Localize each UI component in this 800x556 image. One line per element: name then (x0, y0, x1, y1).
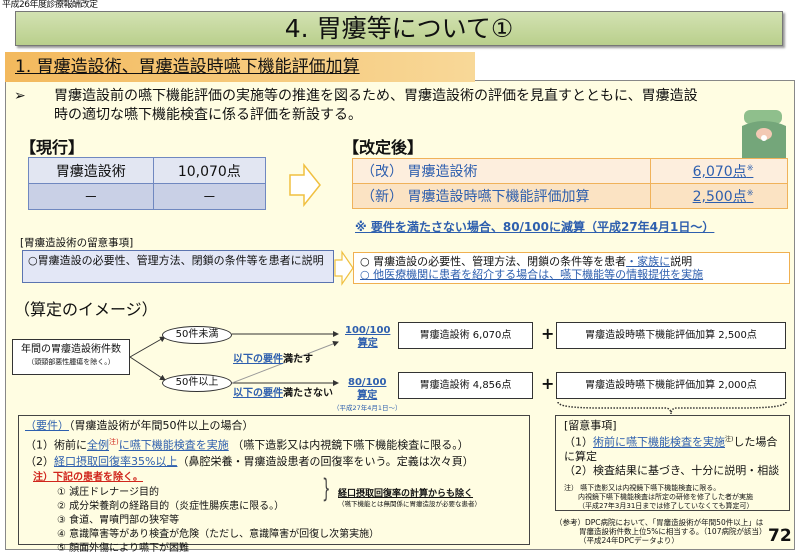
fee-box: 胃瘻造設術 4,856点 (398, 372, 533, 399)
cell: 胃瘻造設術 (28, 157, 154, 184)
summary: ➢ 胃瘻造設前の嚥下機能評価の実施等の推進を図るため、胃瘻造設術の評価を見直すと… (14, 87, 774, 125)
branch-under-50: 50件未満 (162, 326, 232, 344)
patient-illustration-icon (742, 110, 786, 162)
plus-sign: + (541, 374, 555, 393)
fee-box: 胃瘻造設時嚥下機能評価加算 2,500点 (556, 322, 786, 349)
cell: 10,070点 (152, 157, 267, 184)
table-row: －－ (28, 183, 267, 210)
section-heading-text: 1. 胃瘻造設術、胃瘻造設時嚥下機能評価加算 (15, 57, 360, 77)
fee-box: 胃瘻造設時嚥下機能評価加算 2,000点 (556, 372, 786, 399)
bullet-arrow-icon: ➢ (14, 88, 26, 104)
summary-line: 胃瘻造設前の嚥下機能評価の実施等の推進を図るため、胃瘻造設術の評価を見直すととも… (54, 88, 698, 104)
requirements-box: （要件）（胃瘻造設術が年間50件以上の場合） （1）術前に全例注)に嚥下機能検査… (18, 415, 530, 554)
annual-count-box: 年間の胃瘻造設術件数（頭頸部悪性腫瘍を除く。） (12, 339, 130, 375)
brace-icon: } (322, 474, 331, 504)
reduction-note: ※ 要件を満たさない場合、80/100に減算（平成27年4月1日～） (355, 220, 715, 234)
points-cell: 6,070点※ (650, 158, 788, 184)
exclusion-item: ⑤ 顔面外傷により嚥下が困難 (57, 542, 189, 554)
brace-note: 経口摂取回復率の計算からも除く (338, 489, 474, 499)
revised-considerations: ○ 胃瘻造設の必要性、管理方法、閉鎖の条件等を患者・家族に説明 ○ 他医療機関に… (353, 252, 790, 284)
brace-sub: （嚥下機能とは無関係に胃瘻造設が必要な患者） (338, 500, 481, 508)
meets-requirements-label: 以下の要件満たす (233, 354, 313, 365)
exclusion-item: ③ 食道、胃噴門部の狭窄等 (57, 514, 180, 526)
page-number: 72 (768, 526, 792, 546)
cell: － (152, 183, 267, 210)
revision-label: 平成26年度診療報酬改定 (2, 0, 98, 10)
exclusion-heading: 注）下記の患者を除く。 (33, 471, 143, 483)
cell: － (28, 183, 154, 210)
arrow-right-icon (334, 250, 354, 286)
considerations-heading: [胃瘻造設術の留意事項] (20, 237, 134, 249)
current-considerations: ○胃瘻造設の必要性、管理方法、閉鎖の条件等を患者に説明 (22, 250, 334, 283)
summary-line: 時の適切な嚥下機能検査に係る評価を新設する。 (54, 107, 362, 123)
page-title: 4. 胃瘻等について① (15, 11, 783, 46)
points-cell: 2,500点※ (650, 183, 788, 209)
notes-box: [留意事項] （1）術前に嚥下機能検査を実施注)した場合に算定 （2）検査結果に… (555, 415, 790, 511)
arrow-right-icon (289, 163, 321, 207)
plus-sign: + (541, 324, 555, 343)
section-heading: 1. 胃瘻造設術、胃瘻造設時嚥下機能評価加算 (5, 52, 475, 82)
exclusion-item: ② 成分栄養剤の経路目的（炎症性腸疾患に限る。） (57, 500, 285, 512)
fee-box: 胃瘻造設術 6,070点 (398, 322, 533, 349)
current-heading: 【現行】 (20, 138, 85, 157)
revised-heading: 【改定後】 (343, 138, 424, 157)
fails-requirements-label: 以下の要件満たさない (233, 388, 333, 399)
cell: （新） 胃瘻造設時嚥下機能評価加算 (352, 183, 651, 209)
cell: （改） 胃瘻造設術 (352, 158, 651, 184)
branch-over-50: 50件以上 (162, 374, 232, 392)
calc-image-heading: （算定のイメージ） (14, 300, 158, 319)
reference-note: （参考）DPC病院において、「胃瘻造設術が年間50件以上」は 胃瘻造設術件数上位… (555, 518, 767, 545)
exclusion-item: ④ 意識障害等があり検査が危険（ただし、意識障害が回復し次第実施） (57, 528, 380, 540)
rate-reduced-date: （平成27年4月1日～） (333, 404, 402, 412)
exclusion-item: ① 減圧ドレナージ目的 (57, 486, 159, 498)
